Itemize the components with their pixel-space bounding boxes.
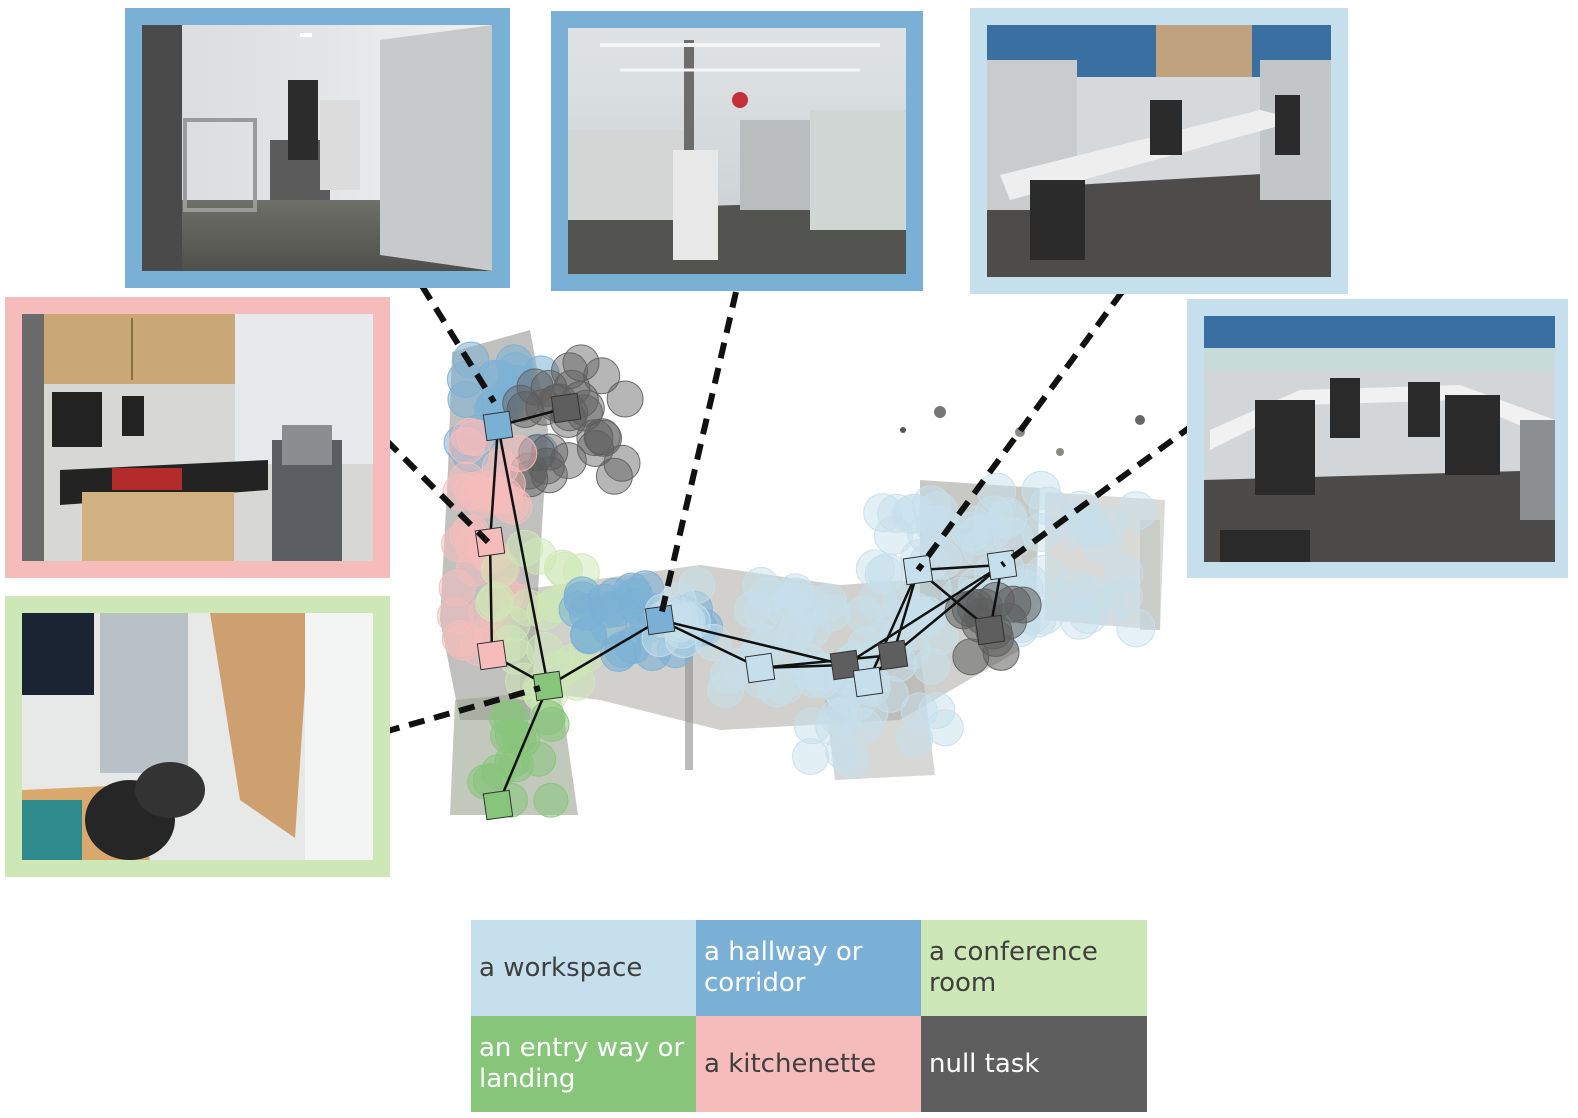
graph-node-entry: [482, 789, 514, 821]
graph-edge: [866, 569, 920, 683]
observation-circle-kitchenette: [442, 473, 480, 511]
observation-circle-workspace: [912, 647, 950, 685]
legend-entry: an entry way or landing: [471, 1016, 696, 1112]
graph-node-null: [974, 614, 1006, 646]
observation-circle-workspace: [974, 495, 1014, 535]
graph-node-workspace: [852, 666, 884, 698]
leader-line-conference: [383, 685, 541, 735]
leader-line-workspace-2: [1000, 422, 1195, 568]
observation-circle-entry: [490, 718, 526, 754]
legend-kitchenette-label: a kitchenette: [704, 1048, 877, 1079]
scene-graph-nodes: [474, 392, 1018, 821]
legend-null: null task: [921, 1016, 1147, 1112]
graph-node-null: [829, 649, 861, 681]
observation-circle-null: [583, 357, 621, 395]
graph-node-workspace: [744, 652, 776, 684]
graph-node-kitchenette: [476, 639, 508, 671]
observation-circle-workspace: [792, 738, 829, 775]
graph-edge: [917, 563, 1003, 572]
observation-circle-workspace: [1086, 586, 1125, 626]
graph-edge: [496, 425, 550, 687]
observation-circle-hallway: [558, 591, 596, 629]
observation-circle-workspace: [1072, 509, 1112, 549]
graph-edge: [488, 541, 494, 656]
kitchenette-photo: [5, 297, 390, 578]
graph-edge: [659, 618, 846, 667]
observation-circle-workspace: [863, 493, 903, 533]
observation-circle-hallway: [600, 634, 638, 672]
legend-hallway-label: a hallway or corridor: [704, 937, 863, 998]
observation-circle-workspace: [1055, 569, 1095, 609]
observation-circle-null: [562, 344, 600, 382]
observation-circle-workspace: [1104, 554, 1144, 594]
legend-entry-label: an entry way or landing: [479, 1033, 685, 1094]
legend-hallway: a hallway or corridor: [696, 920, 921, 1016]
graph-edge: [892, 564, 1003, 656]
graph-node-hallway: [482, 410, 514, 442]
leader-line-workspace-1: [915, 290, 1125, 572]
observation-circle-kitchenette: [438, 569, 476, 607]
legend-null-label: null task: [929, 1048, 1040, 1079]
graph-node-null: [550, 392, 582, 424]
workspace-photo-1: [970, 8, 1348, 294]
observation-circle-kitchenette: [451, 418, 489, 455]
workspace-photo-2: [1187, 299, 1568, 578]
legend-workspace-label: a workspace: [479, 952, 643, 983]
observation-circle-workspace: [896, 720, 933, 758]
leader-line-hallway-1: [419, 284, 497, 404]
observation-circle-workspace: [1116, 608, 1156, 648]
observation-circle-entry: [521, 741, 557, 777]
observation-circle-workspace: [1028, 486, 1068, 526]
observation-circle-null: [516, 368, 554, 406]
observation-circle-conference: [509, 589, 547, 627]
observation-circle-workspace: [1103, 577, 1143, 616]
observation-circle-workspace: [864, 554, 904, 594]
observation-circle-null: [506, 391, 544, 428]
graph-edge: [659, 618, 761, 670]
observation-circle-workspace: [733, 591, 771, 629]
observation-circle-workspace: [988, 497, 1028, 537]
hallway-photo-2: [551, 11, 923, 291]
observation-circle-null: [530, 456, 568, 494]
observation-circle-entry: [533, 782, 569, 818]
graph-node-null: [877, 639, 909, 671]
leader-line-hallway-2: [657, 291, 739, 621]
photo-leader-lines: [383, 284, 1195, 735]
observation-circle-null: [606, 380, 644, 418]
observation-circle-null: [595, 457, 633, 495]
legend-workspace: a workspace: [471, 920, 696, 1016]
graph-edge: [844, 563, 1003, 667]
observation-circle-kitchenette: [444, 623, 482, 661]
observation-circle-workspace: [918, 692, 956, 729]
observation-circle-workspace: [1082, 524, 1121, 563]
graph-edge: [496, 685, 550, 806]
graph-edge: [547, 618, 661, 688]
observation-circle-null: [585, 419, 622, 457]
graph-edge: [488, 425, 500, 543]
observation-circle-workspace: [832, 741, 870, 779]
legend-kitchenette: a kitchenette: [696, 1016, 921, 1112]
observation-circle-workspace: [1116, 491, 1156, 531]
graph-node-hallway: [644, 604, 676, 636]
hallway-photo-1: [125, 8, 510, 288]
region-legend: a workspace a hallway or corridor a conf…: [471, 920, 1147, 1112]
observation-circle-workspace: [1060, 600, 1099, 640]
observation-circle-conference: [480, 551, 518, 588]
observation-circle-conference: [475, 584, 513, 622]
observation-circle-workspace: [1025, 554, 1065, 594]
observation-circle-null: [576, 430, 614, 467]
legend-conference-label: a conference room: [929, 937, 1098, 998]
observation-circle-workspace: [793, 585, 831, 623]
observation-circle-workspace: [911, 485, 951, 525]
conference-photo: [5, 596, 390, 877]
graph-edge: [759, 653, 894, 670]
observation-circle-null: [583, 418, 621, 456]
legend-conference: a conference room: [921, 920, 1147, 1016]
